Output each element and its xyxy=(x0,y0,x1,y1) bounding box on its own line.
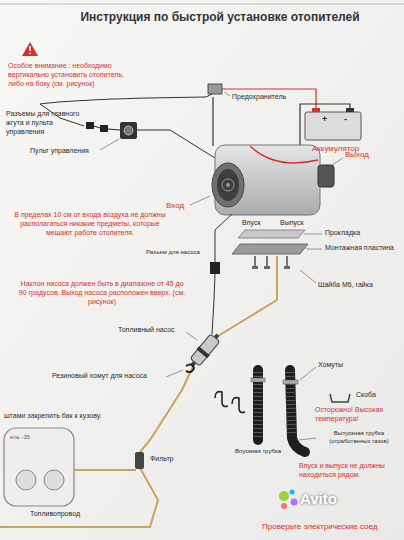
part-label: Резиновый хомут для насоса xyxy=(52,372,147,381)
part-label: Разъемы для главного жгута и пульта упра… xyxy=(6,110,84,136)
part-label: Выпуск xyxy=(280,219,303,228)
part-label: Монтажная пластина xyxy=(325,244,394,253)
warning-note: В пределах 10 см от входа воздуха не дол… xyxy=(10,211,170,237)
part-label: Впуск xyxy=(242,219,260,228)
part-label: Пульт управления xyxy=(30,147,89,156)
sheet-title: Инструкция по быстрой установке отопител… xyxy=(40,10,400,25)
warning-note: Проверьте электрические соед xyxy=(262,522,377,532)
part-label: Топливопровод xyxy=(30,510,80,519)
warning-note: Впуск и выпуск не должны находиться рядо… xyxy=(299,462,401,480)
part-label: Топливный насос xyxy=(118,326,175,335)
tank-marking: ель -35 xyxy=(10,434,30,442)
warning-note: Особое внимание : необходимо вертикально… xyxy=(8,62,133,88)
part-label: Предохранитель xyxy=(232,93,286,102)
part-label: Разъем для насоса xyxy=(146,249,200,257)
part-label: Хомуты xyxy=(318,361,343,370)
watermark: Avito xyxy=(300,490,337,509)
warning-note: Осторожно! Высокая температура! xyxy=(315,406,401,424)
part-label: Скоба xyxy=(356,391,376,400)
note: штами закрепить бак к кузову. xyxy=(4,412,101,421)
part-label: Фильтр xyxy=(150,455,174,464)
part-label: Шайба М6, гайка xyxy=(318,281,373,290)
terminal-sign: - xyxy=(344,114,347,125)
part-label: Прокладка xyxy=(325,229,360,238)
part-label: Выпускная трубка (отработанных газов) xyxy=(317,430,401,445)
warning-note: Наклон насоса должен быть в диапазоне от… xyxy=(18,280,186,306)
part-label: Впускная трубка xyxy=(226,448,290,456)
terminal-sign: + xyxy=(322,114,327,125)
part-label: Выход xyxy=(345,150,369,160)
part-label: Вход xyxy=(166,201,184,211)
